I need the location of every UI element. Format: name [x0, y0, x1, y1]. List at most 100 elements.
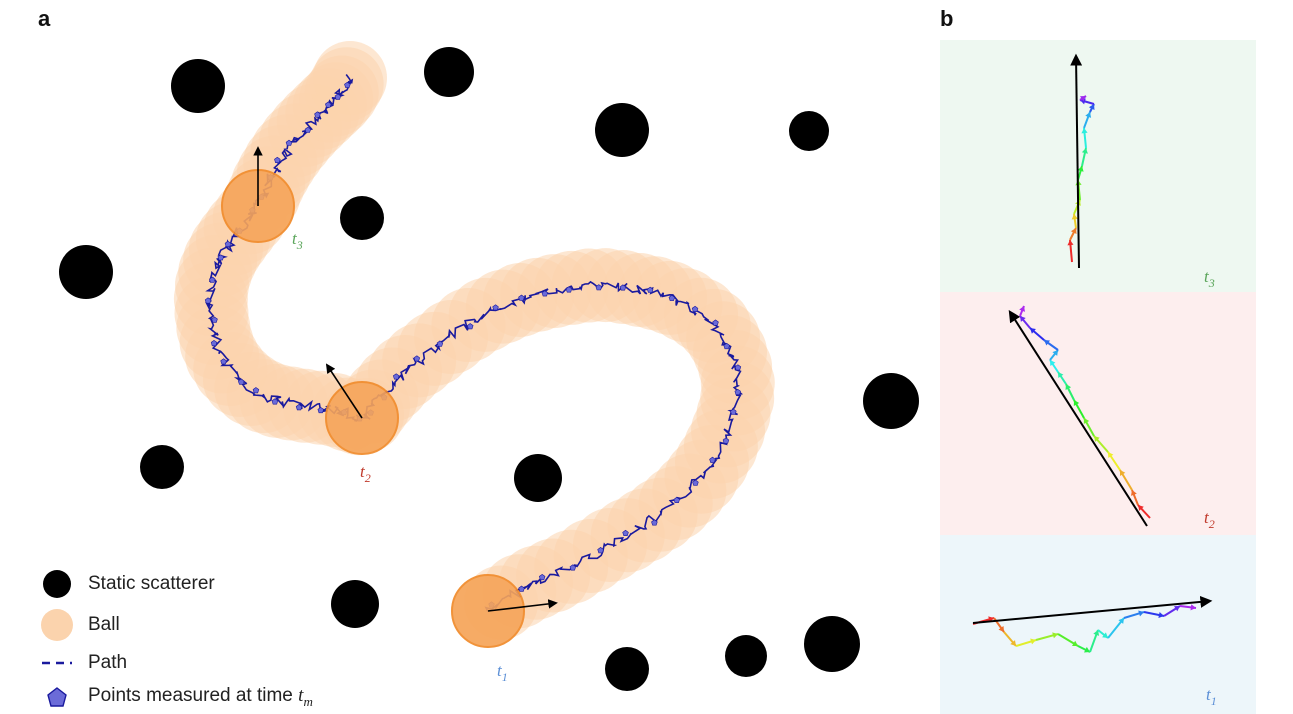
- measured-point: [217, 254, 224, 261]
- measured-point: [325, 101, 332, 108]
- scatterer: [59, 245, 113, 299]
- scatterer: [424, 47, 474, 97]
- scatterer: [140, 445, 184, 489]
- scatterer: [595, 103, 649, 157]
- panel-b-t3-background: [940, 40, 1256, 292]
- static-scatterers: [59, 47, 919, 691]
- trace-arrowhead: [1020, 316, 1026, 322]
- trace-arrowhead: [1093, 630, 1100, 636]
- trace-arrowhead: [1019, 306, 1025, 312]
- measured-point: [466, 323, 474, 330]
- measured-point: [668, 294, 676, 301]
- scatterer-legend-icon: [43, 570, 71, 598]
- trace-arrowhead: [1094, 436, 1100, 442]
- trace-arrowhead: [1067, 240, 1074, 246]
- measured-point: [651, 519, 658, 526]
- measured-point: [209, 276, 216, 283]
- trace-arrowhead: [1052, 632, 1058, 639]
- trace-arrowhead: [1072, 640, 1078, 646]
- measured-point: [317, 407, 324, 414]
- trace-arrowhead: [1131, 490, 1137, 496]
- measured-point: [541, 290, 549, 297]
- measured-point: [734, 364, 742, 371]
- panel-b-label-t3: t3: [1204, 267, 1215, 290]
- legend-scatterer: Static scatterer: [40, 569, 215, 599]
- legend-scatterer-label: Static scatterer: [88, 573, 215, 594]
- measured-point: [722, 437, 730, 444]
- measured-point: [334, 93, 342, 100]
- measured-point: [569, 564, 577, 571]
- trace-arrowhead: [1138, 610, 1144, 617]
- trace-arrowhead: [1118, 618, 1124, 624]
- trace-arrowhead: [1052, 350, 1058, 356]
- trace-arrowhead: [1073, 400, 1080, 406]
- orientation-arrow-t1: [972, 595, 1213, 624]
- measured-point: [691, 305, 699, 312]
- trace-arrowhead: [998, 626, 1004, 632]
- measured-point: [673, 496, 680, 504]
- trace-arrowhead: [1058, 372, 1064, 378]
- trace-arrowhead: [1077, 166, 1084, 172]
- measured-point: [237, 378, 245, 385]
- orientation-arrow-t2: [1008, 309, 1148, 527]
- rotation-trace-t1: [972, 604, 1197, 653]
- trace-arrowhead: [1081, 148, 1088, 154]
- measured-point: [597, 547, 604, 554]
- time-label-t3: t3: [292, 229, 303, 252]
- measured-point: [619, 284, 627, 291]
- trace-arrowhead: [1174, 606, 1180, 612]
- trace-arrowhead: [1088, 104, 1095, 110]
- path-legend-icon: [42, 661, 72, 665]
- measured-point: [285, 139, 293, 146]
- measured-point: [224, 240, 232, 247]
- measured-point: [210, 340, 218, 347]
- measured-point: [734, 388, 741, 396]
- measured-point: [344, 81, 351, 88]
- scatterer: [863, 373, 919, 429]
- trace-arrowhead: [1190, 604, 1196, 611]
- trace-arrowhead: [1070, 228, 1077, 234]
- measured-point: [392, 373, 400, 380]
- panel-b-label-t2: t2: [1204, 508, 1215, 531]
- measured-point: [723, 342, 730, 350]
- panel-b-label-t1: t1: [1206, 685, 1217, 708]
- measured-point: [252, 387, 260, 394]
- measured-point: [413, 355, 421, 362]
- trace-arrowhead: [1065, 384, 1072, 390]
- measured-point: [274, 156, 281, 163]
- trace-arrowhead: [1083, 418, 1090, 424]
- measured-point: [538, 574, 546, 581]
- trace-arrowhead: [1158, 612, 1164, 618]
- trace-arrowhead: [1030, 328, 1036, 334]
- legend-ball-label: Ball: [88, 614, 120, 635]
- measured-point: [314, 111, 321, 118]
- trace-arrowhead: [1071, 214, 1078, 220]
- measured-point: [565, 286, 573, 293]
- measured-point: [692, 479, 699, 486]
- scatterer: [514, 454, 562, 502]
- panel-b-letter: b: [940, 6, 954, 31]
- time-label-t2: t2: [360, 462, 371, 485]
- pentagon-legend-icon: [47, 687, 67, 707]
- measured-point: [709, 456, 716, 463]
- trace-arrowhead: [1108, 452, 1114, 458]
- measured-point: [271, 398, 279, 405]
- measured-point: [730, 408, 737, 415]
- trace-arrowhead: [1080, 96, 1086, 102]
- measured-point: [295, 404, 303, 411]
- ghost-balls: [173, 41, 775, 648]
- trace-arrowhead: [1084, 646, 1090, 653]
- rotation-trace-t2: [1019, 305, 1151, 519]
- scatterer: [331, 580, 379, 628]
- scatterer: [340, 196, 384, 240]
- panel-b-t2-background: [940, 292, 1256, 535]
- scatterer: [725, 635, 767, 677]
- scatterer: [171, 59, 225, 113]
- legend-points: Points measured at time tm: [40, 682, 313, 712]
- ball-legend-icon: [41, 609, 73, 641]
- measured-point: [646, 286, 654, 293]
- orientation-arrow-t3: [1070, 53, 1083, 269]
- measured-point: [211, 316, 218, 323]
- direction-arrow-t2: [325, 363, 363, 419]
